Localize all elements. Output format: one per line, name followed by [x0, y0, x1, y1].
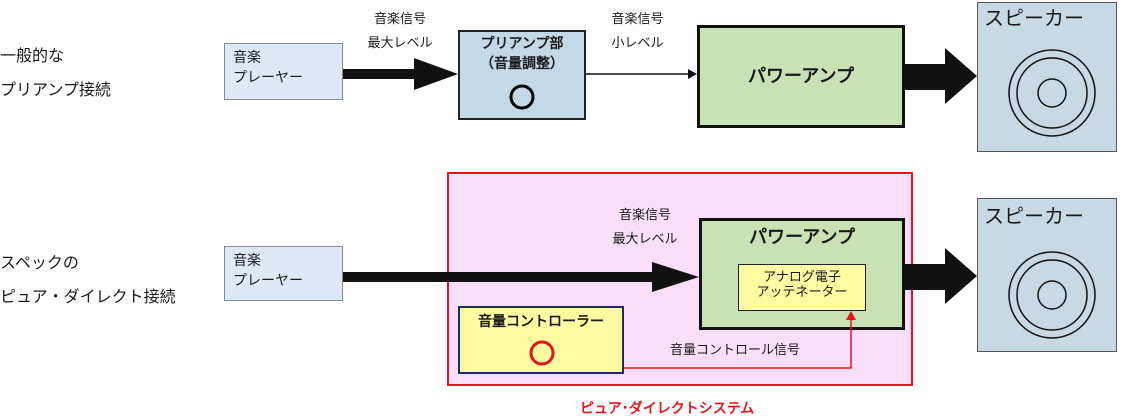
player-label-line2: プレーヤー — [233, 70, 303, 86]
top-preamp-box: プリアンプ部 （音量調整） — [458, 30, 586, 120]
signal-label-line2: 小レベル — [611, 36, 664, 51]
top-power-amp: パワーアンプ — [697, 25, 905, 128]
preamp-volume-knob-icon — [509, 84, 535, 110]
signal-label-line2: 最大レベル — [612, 232, 678, 247]
preamp-label-line2: （音量調整） — [480, 56, 564, 72]
speaker-label: スピーカー — [984, 204, 1084, 228]
signal-label-line1: 音楽信号 — [373, 12, 426, 27]
top-label-line2: プリアンプ接続 — [0, 80, 111, 99]
amp-label: パワーアンプ — [747, 66, 855, 87]
top-section-label: 一般的な プリアンプ接続 — [0, 44, 111, 102]
signal-label-line1: 音楽信号 — [611, 12, 664, 27]
attenuator-label-line2: アッテネーター — [756, 285, 848, 300]
bottom-arrow-player-to-amp — [343, 262, 699, 292]
top-signal-max-label: 音楽信号 最大レベル — [350, 10, 450, 54]
bottom-music-player: 音楽 プレーヤー — [224, 246, 343, 301]
system-caption-text: ピュア･ダイレクトシステム — [580, 401, 755, 417]
speaker-label: スピーカー — [984, 6, 1084, 30]
bottom-label-line2: ピュア・ダイレクト接続 — [0, 287, 176, 306]
player-label-line2: プレーヤー — [233, 273, 303, 289]
analog-attenuator: アナログ電子 アッテネーター — [738, 264, 866, 311]
top-arrow-preamp-to-amp — [586, 69, 697, 79]
volume-control-signal-arrow — [624, 311, 856, 369]
player-label-line1: 音楽 — [233, 253, 261, 269]
player-label-line1: 音楽 — [233, 50, 261, 66]
bottom-section-label: スペックの ピュア・ダイレクト接続 — [0, 251, 176, 309]
top-label-line1: 一般的な — [0, 46, 65, 65]
volume-control-signal-label: 音量コントロール信号 — [645, 341, 825, 361]
top-arrow-amp-to-speaker — [905, 48, 977, 104]
volume-controller-knob-icon — [529, 340, 555, 366]
pure-direct-system-caption: ピュア･ダイレクトシステム — [580, 398, 754, 418]
top-signal-small-label: 音楽信号 小レベル — [590, 10, 685, 54]
bottom-label-line1: スペックの — [0, 253, 79, 272]
top-arrow-player-to-preamp — [343, 58, 458, 90]
volume-controller: 音量コントローラー — [458, 306, 624, 374]
control-signal-text: 音量コントロール信号 — [669, 343, 800, 358]
volume-controller-label: 音量コントローラー — [478, 314, 604, 330]
attenuator-label-line1: アナログ電子 — [763, 270, 841, 285]
bottom-speaker-cone-icon — [1008, 251, 1096, 339]
top-music-player: 音楽 プレーヤー — [224, 43, 343, 100]
signal-label-line1: 音楽信号 — [618, 208, 671, 223]
signal-label-line2: 最大レベル — [367, 36, 433, 51]
amp-label: パワーアンプ — [748, 227, 856, 248]
bottom-arrow-amp-to-speaker — [905, 248, 977, 304]
preamp-label-line1: プリアンプ部 — [480, 36, 564, 52]
bottom-signal-max-label: 音楽信号 最大レベル — [595, 206, 695, 250]
bottom-speaker: スピーカー — [977, 198, 1117, 352]
top-speaker-cone-icon — [1008, 49, 1096, 137]
